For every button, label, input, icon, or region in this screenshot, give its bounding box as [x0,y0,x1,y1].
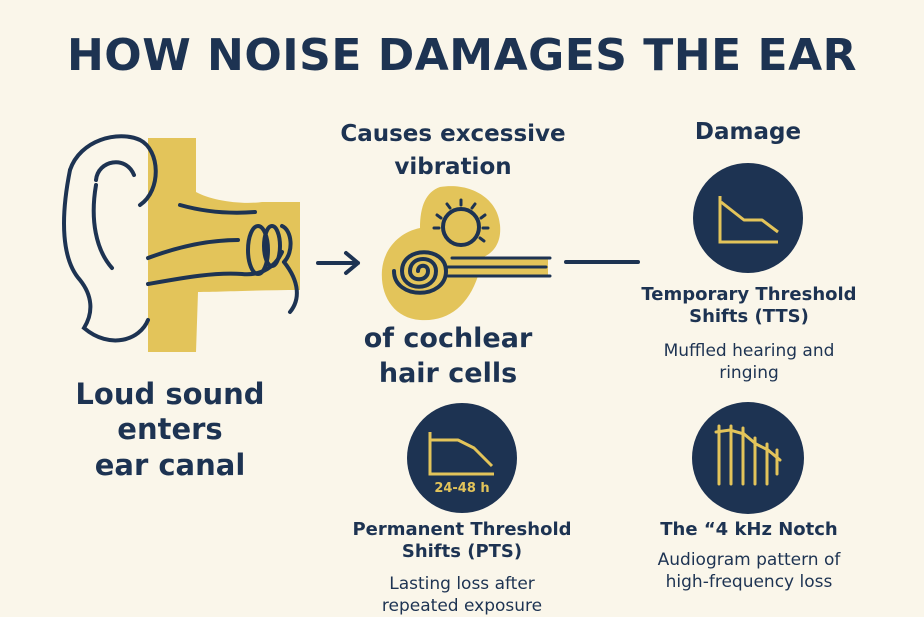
tts-description: Muffled hearing and ringing [663,341,835,384]
tts-title: Temporary Threshold Shifts (TTS) [641,284,857,327]
pts-time-badge: 24-48 h [434,481,490,496]
pts-description: Lasting loss after repeated exposure [381,574,543,617]
ear-caption: Loud sound enters ear canal [75,377,265,482]
cochlea-caption-bottom: of cochlear hair cells [363,323,533,390]
damage-heading: Damage [694,119,802,145]
notch-description: Audiogram pattern of high-frequency loss [657,550,841,593]
notch-title: The “4 kHz Notch [660,519,838,540]
cochlea-caption-top: Causes excessive vibration [340,121,566,180]
page-title: HOW NOISE DAMAGES THE EAR [66,30,858,81]
pts-title: Permanent Threshold Shifts (PTS) [352,519,572,562]
